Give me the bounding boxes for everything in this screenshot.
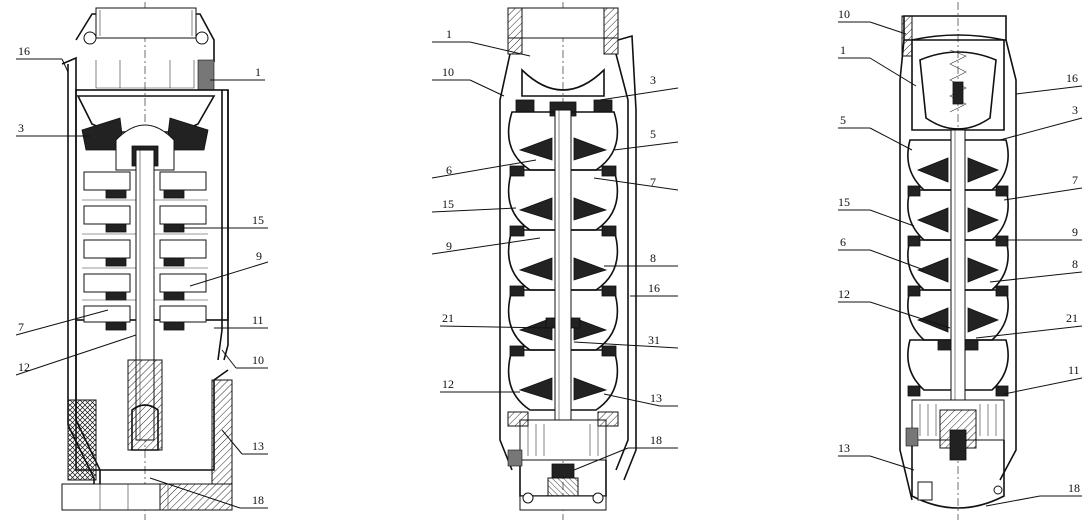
callout-12: 12	[18, 360, 30, 374]
callout-1: 1	[446, 27, 452, 41]
callout-9: 9	[446, 239, 452, 253]
callout-13: 13	[650, 391, 662, 405]
callout-1: 1	[840, 43, 846, 57]
callout-21: 21	[442, 311, 454, 325]
callout-16: 16	[18, 44, 30, 58]
callout-16: 16	[1066, 71, 1078, 85]
callout-7: 7	[18, 320, 24, 334]
callout-6: 6	[840, 235, 846, 249]
callout-10: 10	[252, 353, 264, 367]
callout-16: 16	[648, 281, 660, 295]
callout-15: 15	[838, 195, 850, 209]
callout-10: 10	[442, 65, 454, 79]
callout-18: 18	[650, 433, 662, 447]
callout-13: 13	[838, 441, 850, 455]
callout-18: 18	[252, 493, 264, 507]
callout-15: 15	[442, 197, 454, 211]
callout-1: 1	[255, 65, 261, 79]
pump-drawing-a: 16 1 3 15 9 7 11 12 10 13 18	[15, 2, 269, 520]
callout-3: 3	[650, 73, 656, 87]
callout-13: 13	[252, 439, 264, 453]
callout-12: 12	[442, 377, 454, 391]
callout-5: 5	[840, 113, 846, 127]
callout-31: 31	[648, 333, 660, 347]
callout-7: 7	[1072, 173, 1078, 187]
callout-3: 3	[1072, 103, 1078, 117]
callout-3: 3	[18, 121, 24, 135]
callout-9: 9	[1072, 225, 1078, 239]
callout-11: 11	[1068, 363, 1080, 377]
callout-15: 15	[252, 213, 264, 227]
callout-21: 21	[1066, 311, 1078, 325]
callout-8: 8	[650, 251, 656, 265]
callout-5: 5	[650, 127, 656, 141]
callout-18: 18	[1068, 481, 1080, 495]
callout-8: 8	[1072, 257, 1078, 271]
pump-drawing-b: 1 10 3 5 6 7 15 9 8 16 21 31 12 13 18	[431, 2, 679, 520]
pump-drawing-c: 10 1 16 5 3 7 15 9 6 8 12 21 11 13 18	[838, 2, 1083, 520]
callout-6: 6	[446, 163, 452, 177]
callout-9: 9	[256, 249, 262, 263]
callout-12: 12	[838, 287, 850, 301]
callout-10: 10	[838, 7, 850, 21]
callout-11: 11	[252, 313, 264, 327]
callout-7: 7	[650, 175, 656, 189]
